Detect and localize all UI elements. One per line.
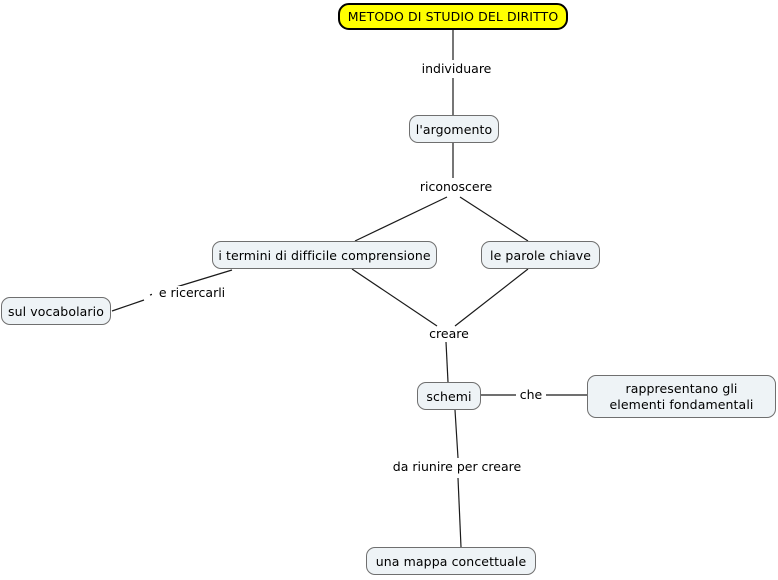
edge-label-text: riconoscere (419, 179, 493, 194)
edge-label-che: che (516, 388, 546, 402)
edge-riconoscere-to-termini (354, 196, 448, 242)
node-label: sul vocabolario (8, 303, 104, 319)
node-label: una mappa concettuale (375, 553, 527, 569)
node-sul-vocabolario[interactable]: sul vocabolario (1, 297, 111, 325)
edge-label-text: e ricercarli (158, 285, 226, 300)
edge-label-creare: creare (420, 327, 478, 341)
node-label: METODO DI STUDIO DEL DIRITTO (347, 9, 559, 24)
edge-schemi-to-riunire (454, 409, 459, 459)
node-i-termini-di-difficile-comprensione[interactable]: i termini di difficile comprensione (212, 241, 437, 269)
node-label: l'argomento (415, 121, 493, 137)
node-largomento[interactable]: l'argomento (409, 115, 499, 143)
edge-riunire-to-mappa (457, 477, 462, 548)
node-metodo-di-studio-del-diritto[interactable]: METODO DI STUDIO DEL DIRITTO (338, 3, 568, 30)
edge-label-riconoscere: riconoscere (414, 180, 498, 194)
edge-ricercarli-to-vocabolario (111, 299, 145, 312)
edge-creare-to-schemi (445, 341, 449, 383)
edge-label-individuare: individuare (415, 62, 498, 76)
node-una-mappa-concettuale[interactable]: una mappa concettuale (366, 547, 536, 575)
node-label: le parole chiave (490, 247, 591, 263)
node-le-parole-chiave[interactable]: le parole chiave (481, 241, 600, 269)
edge-label-text: da riunire per creare (392, 459, 522, 474)
edge-label-text: individuare (421, 61, 492, 76)
edge-label-e-ricercarli: e ricercarli (152, 286, 232, 300)
edge-label-da-riunire-per-creare: da riunire per creare (378, 460, 536, 474)
node-label: i termini di difficile comprensione (218, 247, 431, 263)
edge-label-text: creare (429, 326, 469, 341)
edge-riconoscere-to-parole (459, 196, 529, 242)
node-label: schemi (426, 388, 472, 404)
edge-parole-to-creare (454, 268, 529, 327)
edge-termini-to-creare (351, 268, 438, 327)
node-label: rappresentano gli elementi fondamentali (609, 380, 754, 412)
node-schemi[interactable]: schemi (417, 382, 481, 410)
node-rappresentano-gli-elementi-fondamentali[interactable]: rappresentano gli elementi fondamentali (587, 375, 776, 418)
edge-label-text: che (519, 387, 543, 402)
